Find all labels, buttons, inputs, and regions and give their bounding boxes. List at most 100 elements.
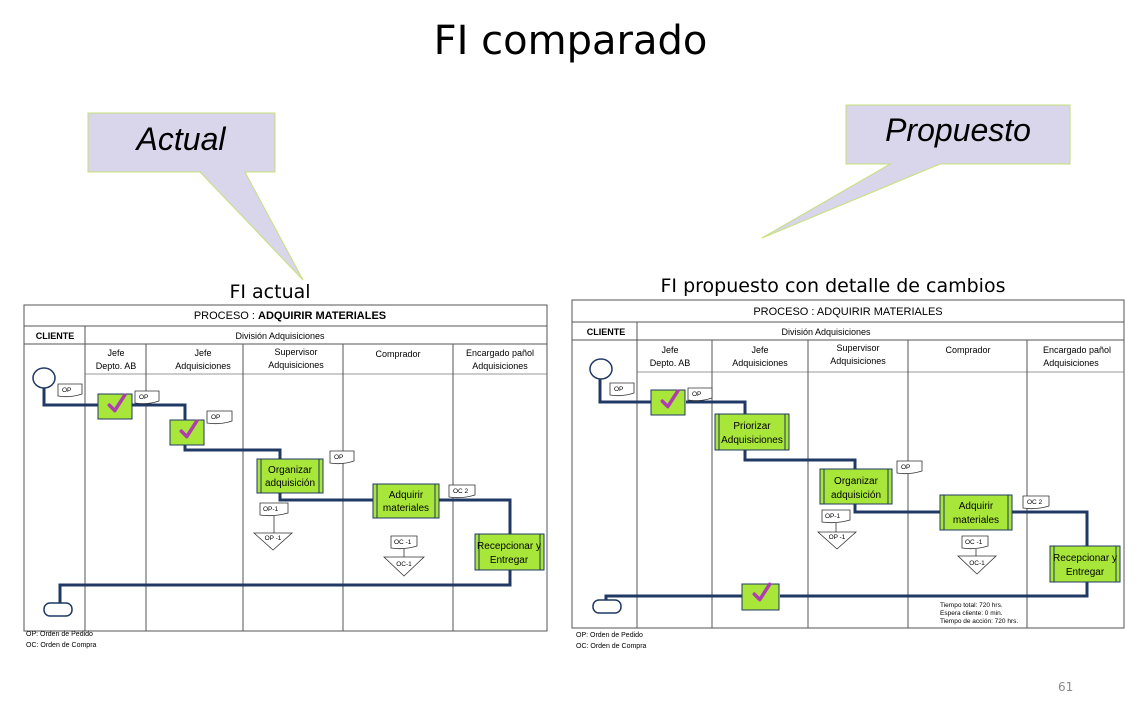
activity-label: materiales (383, 503, 429, 514)
lane-label: Jefe (751, 345, 768, 355)
time-note: Tiempo total: 720 hrs. (940, 602, 1003, 609)
activity-box: Recepcionar y Entregar (1049, 545, 1121, 583)
start-node (589, 358, 613, 380)
callout-actual-label: Actual (135, 121, 227, 157)
approval-box (169, 419, 205, 446)
document-icon: OC 2 (1022, 495, 1050, 510)
legend-item: OP: Orden de Pedido (576, 632, 643, 639)
activity-label: adquisición (265, 478, 315, 489)
approval-box (650, 389, 686, 416)
document-label: OC-1 (396, 561, 412, 568)
legend-item: OP: Orden de Pedido (26, 631, 93, 638)
activity-label: materiales (953, 515, 999, 526)
diagram-fi-actual: FI actual PROCESO : ADQUIRIR MATERIALES … (23, 281, 548, 649)
diagram-title: FI actual (229, 281, 310, 303)
document-icon: OP (134, 390, 160, 405)
lane-label: Jefe (194, 348, 211, 358)
document-label: OP-1 (825, 513, 841, 520)
activity-label: adquisición (831, 490, 881, 501)
activity-box: Recepcionar y Entregar (474, 533, 545, 571)
activity-box: Adquirir materiales (372, 483, 440, 519)
activity-label: Adquisiciones (721, 435, 783, 446)
lane-label: Encargado pañol (466, 348, 534, 358)
document-icon: OC -1 (390, 535, 418, 550)
time-note: Espera cliente: 0 min. (940, 610, 1003, 617)
activity-box: Organizar adquisición (256, 458, 324, 494)
lane-label: Depto. AB (650, 358, 691, 368)
activity-label: Recepcionar y (477, 541, 541, 552)
callout-propuesto: Propuesto (761, 104, 1071, 239)
legend-item: OC: Orden de Compra (576, 643, 647, 650)
document-label: OC -1 (965, 539, 983, 546)
lane-label: Depto. AB (96, 361, 137, 371)
callout-actual: Actual (87, 112, 304, 281)
lane-label: Encargado pañol (1043, 345, 1111, 355)
document-label: OP (62, 387, 71, 394)
end-node (592, 599, 622, 614)
lane-label: Adquisiciones (472, 361, 528, 371)
document-icon: OP (609, 382, 635, 397)
storage-triangle: OC-1 (382, 556, 426, 577)
process-header: PROCESO : ADQUIRIR MATERIALES (753, 306, 942, 318)
lane-label: Comprador (945, 345, 990, 355)
flow-lines (42, 388, 512, 603)
activity-label: Recepcionar y (1053, 553, 1117, 564)
activity-label: Organizar (268, 465, 313, 476)
division-label: División Adquisiciones (235, 331, 325, 341)
diagram-fi-propuesto: FI propuesto con detalle de cambios PROC… (571, 275, 1125, 650)
storage-triangle: OP -1 (252, 532, 294, 551)
activity-label: Entregar (490, 555, 529, 566)
activity-label: Adquirir (389, 490, 424, 501)
activity-label: Adquirir (959, 501, 994, 512)
document-label: OP (614, 386, 623, 393)
lane-label: Adquisiciones (830, 356, 886, 366)
client-lane-label: CLIENTE (587, 327, 626, 337)
document-icon: OC -1 (961, 535, 989, 550)
lane-label: Adquisiciones (1043, 358, 1099, 368)
process-header: PROCESO : ADQUIRIR MATERIALES (194, 310, 386, 322)
document-icon: OP (57, 383, 83, 398)
document-label: OP (334, 454, 343, 461)
document-label: OC 2 (1027, 499, 1043, 506)
storage-triangle: OC-1 (956, 555, 998, 575)
slide-title: FI comparado (433, 18, 708, 64)
division-label: División Adquisiciones (781, 327, 871, 337)
diagram-frame (571, 299, 1125, 629)
activity-label: Organizar (834, 476, 879, 487)
document-icon: OP (329, 450, 355, 465)
activity-box: Adquirir materiales (939, 494, 1013, 531)
document-label: OP (139, 394, 148, 401)
time-note: Tiempo de acción: 720 hrs. (940, 618, 1018, 625)
diagram-title: FI propuesto con detalle de cambios (661, 275, 1006, 297)
flow-lines (598, 378, 1089, 602)
lane-label: Jefe (661, 345, 678, 355)
document-icon: OP-1 (821, 509, 851, 524)
document-label: OC -1 (394, 539, 412, 546)
storage-triangle: OP -1 (816, 531, 858, 550)
document-label: OP -1 (265, 535, 282, 542)
document-icon: OP (896, 460, 923, 475)
lane-label: Comprador (375, 349, 420, 359)
document-icon: OP-1 (259, 502, 289, 517)
document-label: OP (692, 391, 701, 398)
document-icon: OP (206, 410, 233, 425)
client-lane-label: CLIENTE (36, 331, 75, 341)
activity-label: Priorizar (733, 421, 771, 432)
lane-label: Supervisor (274, 347, 317, 357)
callout-propuesto-label: Propuesto (885, 112, 1031, 148)
document-label: OC 2 (453, 488, 469, 495)
lane-label: Adquisiciones (268, 360, 324, 370)
document-label: OP -1 (829, 534, 846, 541)
approval-box (97, 393, 133, 420)
document-label: OP (901, 464, 910, 471)
document-label: OC-1 (969, 560, 985, 567)
lane-label: Adquisiciones (732, 358, 788, 368)
end-node (43, 602, 73, 617)
lane-label: Supervisor (836, 343, 879, 353)
document-label: OP (211, 414, 220, 421)
document-label: OP-1 (263, 506, 279, 513)
start-node (32, 367, 56, 389)
legend-item: OC: Orden de Compra (26, 642, 97, 649)
document-icon: OC 2 (448, 484, 476, 499)
